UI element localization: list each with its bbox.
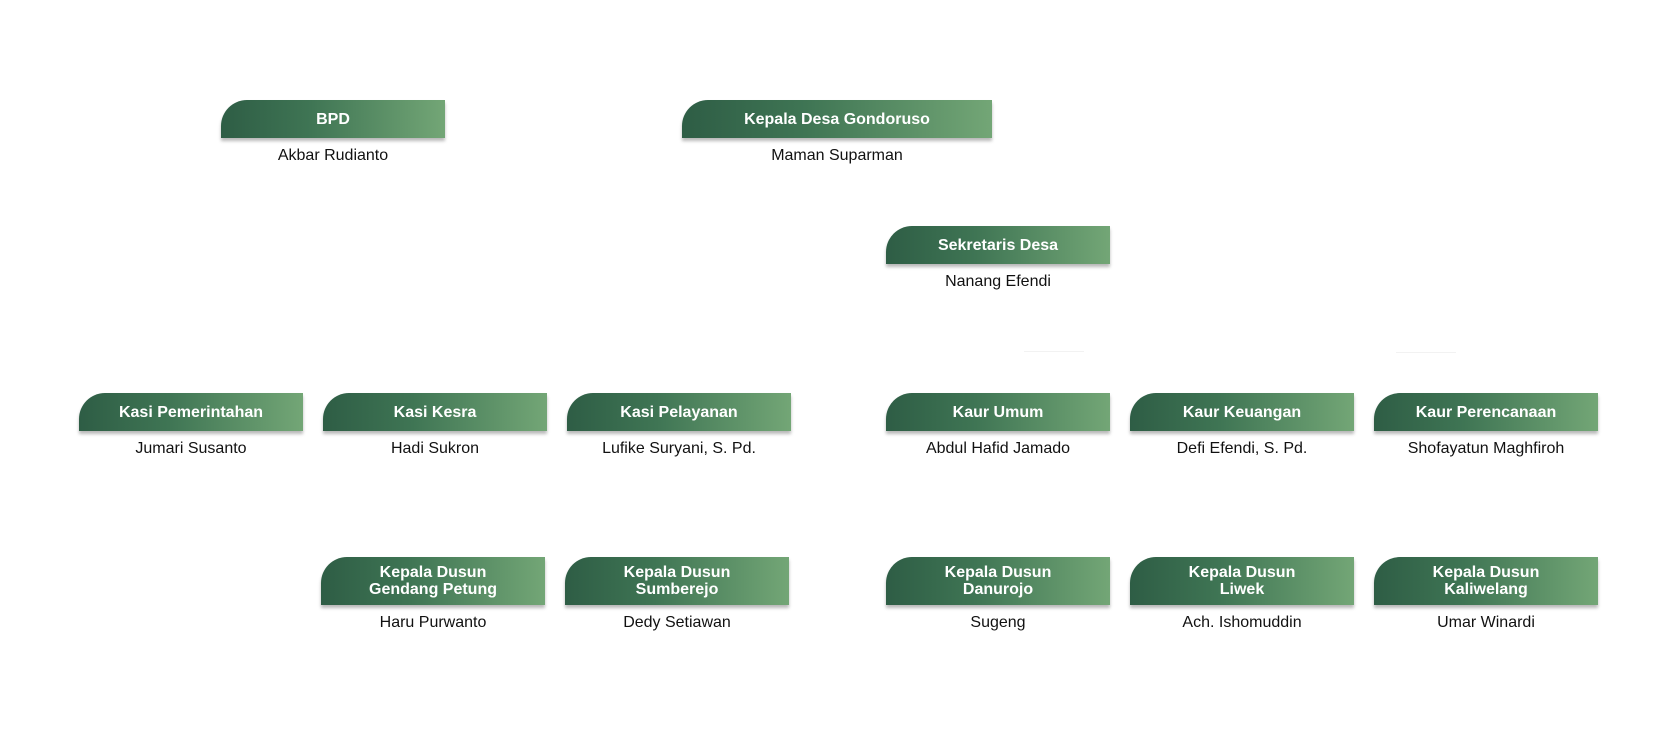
node-title-bar: Sekretaris Desa [886,226,1110,264]
node-kaur-umum: Kaur Umum Abdul Hafid Jamado [886,393,1110,458]
node-title: Kaur Umum [952,403,1044,421]
node-person-name: Umar Winardi [1437,614,1535,631]
node-title-bar: Kaur Umum [886,393,1110,431]
node-title-bar: Kepala Desa Gondoruso [682,100,992,138]
node-kasi-pemerintahan: Kasi Pemerintahan Jumari Susanto [79,393,303,458]
connector-line [1396,352,1456,353]
node-title: Kasi Pelayanan [620,403,738,421]
node-title-bar: Kasi Pelayanan [567,393,791,431]
node-kepala-desa: Kepala Desa Gondoruso Maman Suparman [682,100,992,165]
node-kaur-keuangan: Kaur Keuangan Defi Efendi, S. Pd. [1130,393,1354,458]
node-title-line: Gendang Petung [369,581,497,598]
node-title-line: Kepala Dusun [379,564,487,581]
node-title-line: Sumberejo [635,581,719,598]
node-kepala-dusun-gendang-petung: Kepala Dusun Gendang Petung Haru Purwant… [321,557,545,632]
node-person-name: Haru Purwanto [379,614,487,631]
node-person-name: Maman Suparman [771,147,903,164]
node-sekretaris-desa: Sekretaris Desa Nanang Efendi [886,226,1110,291]
node-title-bar: Kepala Dusun Liwek [1130,557,1354,605]
node-title: BPD [316,110,350,128]
node-kepala-dusun-liwek: Kepala Dusun Liwek Ach. Ishomuddin [1130,557,1354,632]
node-person-name: Dedy Setiawan [623,614,731,631]
node-title: Kaur Keuangan [1182,403,1302,421]
node-title-line: Kepala Dusun [1432,564,1540,581]
node-kasi-pelayanan: Kasi Pelayanan Lufike Suryani, S. Pd. [567,393,791,458]
connector-line [1024,351,1084,352]
node-title-line: Danurojo [962,581,1034,598]
node-title-line: Kepala Dusun [623,564,731,581]
node-title-bar: Kepala Dusun Kaliwelang [1374,557,1598,605]
node-title: Kaur Perencanaan [1415,403,1557,421]
node-title-line: Liwek [1219,581,1265,598]
node-person-name: Hadi Sukron [390,440,480,457]
node-kaur-perencanaan: Kaur Perencanaan Shofayatun Maghfiroh [1374,393,1598,458]
node-person-name: Sugeng [970,614,1026,631]
node-title: Kepala Desa Gondoruso [744,110,930,128]
node-bpd: BPD Akbar Rudianto [221,100,445,165]
node-title: Kasi Kesra [393,403,477,421]
node-title-line: Kepala Dusun [944,564,1052,581]
node-title-bar: Kasi Kesra [323,393,547,431]
node-person-name: Defi Efendi, S. Pd. [1176,440,1308,457]
node-title-line: Kepala Dusun [1188,564,1296,581]
node-title-bar: Kaur Perencanaan [1374,393,1598,431]
node-title-bar: Kaur Keuangan [1130,393,1354,431]
node-title-line: Kaliwelang [1444,581,1528,598]
node-person-name: Akbar Rudianto [277,147,389,164]
node-person-name: Shofayatun Maghfiroh [1407,440,1565,457]
node-person-name: Jumari Susanto [135,440,247,457]
node-title-bar: Kepala Dusun Danurojo [886,557,1110,605]
node-title: Kasi Pemerintahan [118,403,264,421]
node-kepala-dusun-kaliwelang: Kepala Dusun Kaliwelang Umar Winardi [1374,557,1598,632]
node-title-bar: Kepala Dusun Gendang Petung [321,557,545,605]
node-title-bar: BPD [221,100,445,138]
node-person-name: Nanang Efendi [945,273,1051,290]
node-kepala-dusun-sumberejo: Kepala Dusun Sumberejo Dedy Setiawan [565,557,789,632]
node-kasi-kesra: Kasi Kesra Hadi Sukron [323,393,547,458]
node-person-name: Lufike Suryani, S. Pd. [602,440,756,457]
node-title-bar: Kepala Dusun Sumberejo [565,557,789,605]
node-person-name: Ach. Ishomuddin [1182,614,1302,631]
node-kepala-dusun-danurojo: Kepala Dusun Danurojo Sugeng [886,557,1110,632]
node-person-name: Abdul Hafid Jamado [925,440,1071,457]
node-title-bar: Kasi Pemerintahan [79,393,303,431]
node-title: Sekretaris Desa [937,236,1059,254]
